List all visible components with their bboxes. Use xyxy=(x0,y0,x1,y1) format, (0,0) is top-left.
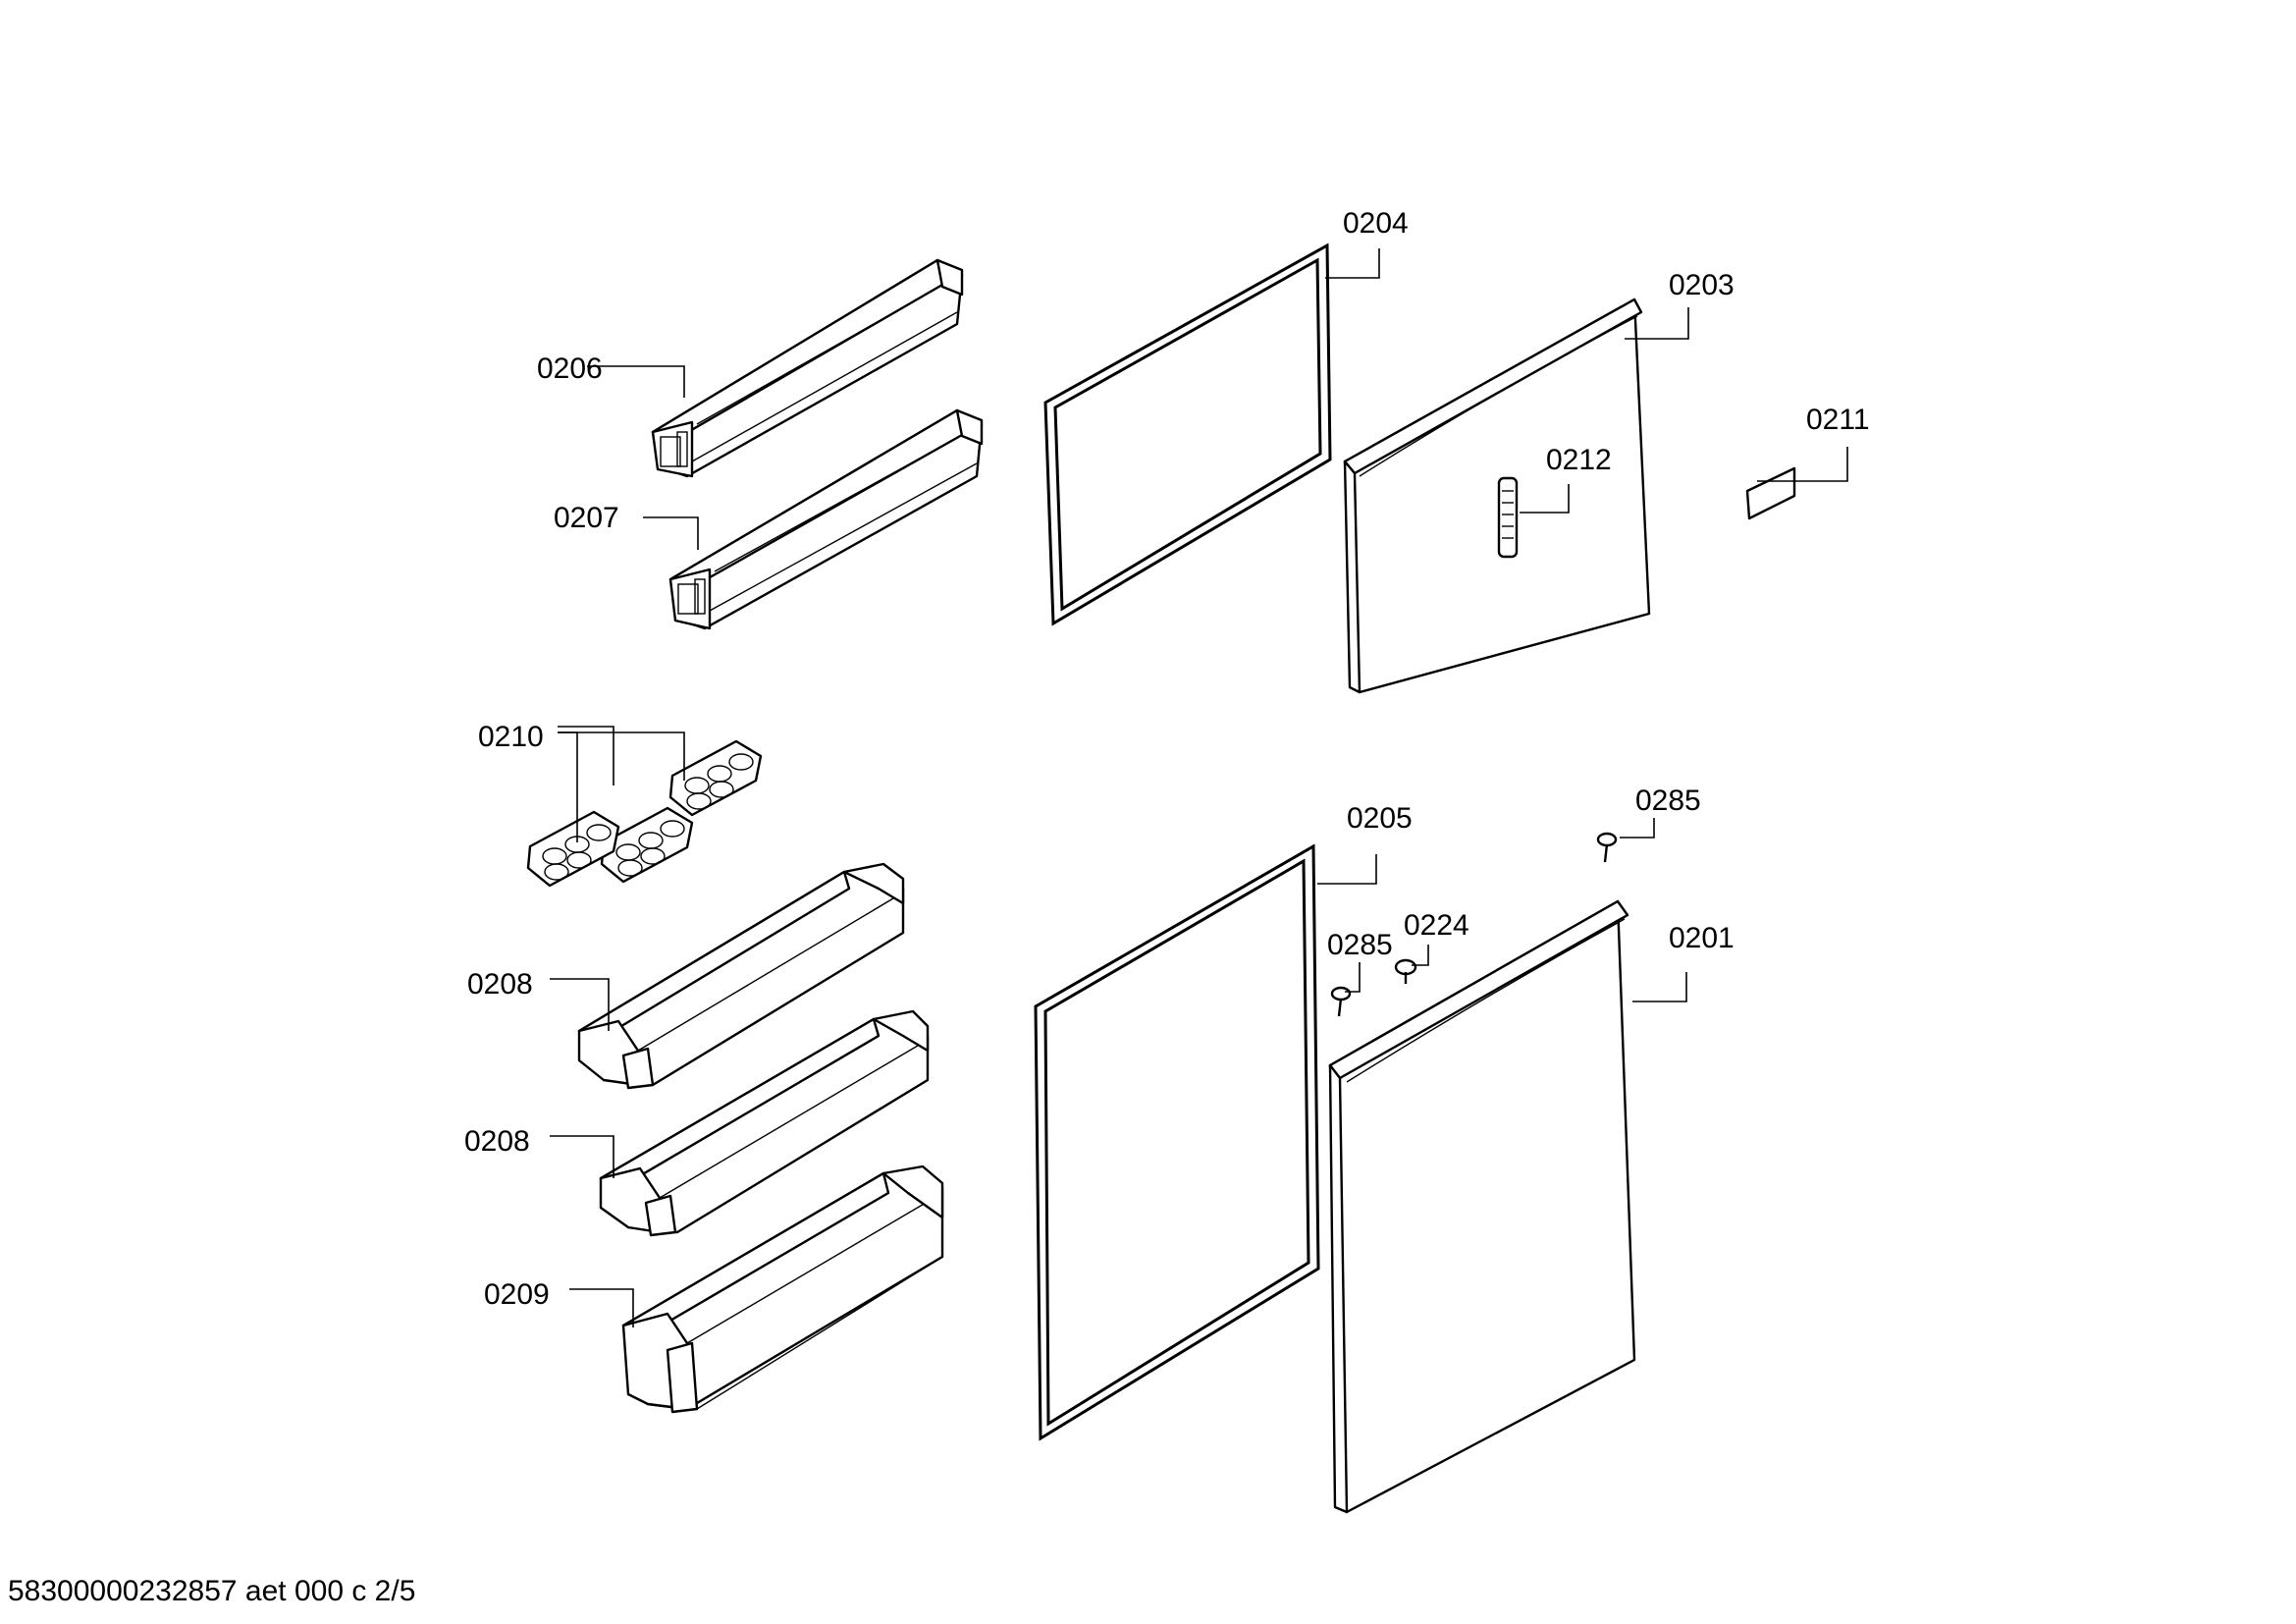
part-0203-freezer-door xyxy=(1343,298,1651,694)
label-0224: 0224 xyxy=(1404,909,1469,942)
label-0201: 0201 xyxy=(1669,922,1735,954)
part-0211-label xyxy=(1745,466,1796,520)
label-0285-lower: 0285 xyxy=(1327,929,1393,961)
part-0224-plug xyxy=(1394,958,1417,984)
label-0204: 0204 xyxy=(1343,207,1409,240)
leader-lines xyxy=(550,248,1848,1327)
label-0211: 0211 xyxy=(1806,404,1870,436)
label-0206: 0206 xyxy=(537,352,603,385)
part-0201-fridge-door xyxy=(1328,899,1636,1514)
part-0208-door-bin-2 xyxy=(599,1009,930,1237)
part-0285-screw-lower xyxy=(1330,986,1352,1017)
callout-labels: 0204 0203 0206 0211 0212 0207 0210 0205 … xyxy=(464,207,1870,1311)
label-0208-upper: 0208 xyxy=(467,968,533,1001)
label-0285-upper: 0285 xyxy=(1635,785,1701,817)
label-0208-lower: 0208 xyxy=(464,1125,530,1158)
part-0207-door-shelf xyxy=(668,408,984,630)
label-0212: 0212 xyxy=(1546,444,1612,476)
part-0208-door-bin-1 xyxy=(577,862,905,1090)
part-0205-door-gasket-lower xyxy=(1034,843,1320,1441)
part-0210-egg-tray-2 xyxy=(600,806,694,884)
label-0203: 0203 xyxy=(1669,269,1735,301)
label-0210: 0210 xyxy=(478,721,544,753)
label-0205: 0205 xyxy=(1347,802,1413,835)
part-0209-door-bin-large xyxy=(621,1164,944,1414)
part-0206-door-shelf xyxy=(651,258,964,478)
label-0207: 0207 xyxy=(554,502,619,534)
drawing-reference-footer: 58300000232857 aet 000 c 2/5 xyxy=(8,1575,415,1607)
part-0204-door-gasket-upper xyxy=(1043,243,1332,626)
part-0285-screw-upper xyxy=(1596,832,1618,863)
part-0210-egg-tray-3 xyxy=(526,810,620,888)
label-0209: 0209 xyxy=(484,1278,550,1311)
part-0210-egg-tray-1 xyxy=(668,739,763,817)
